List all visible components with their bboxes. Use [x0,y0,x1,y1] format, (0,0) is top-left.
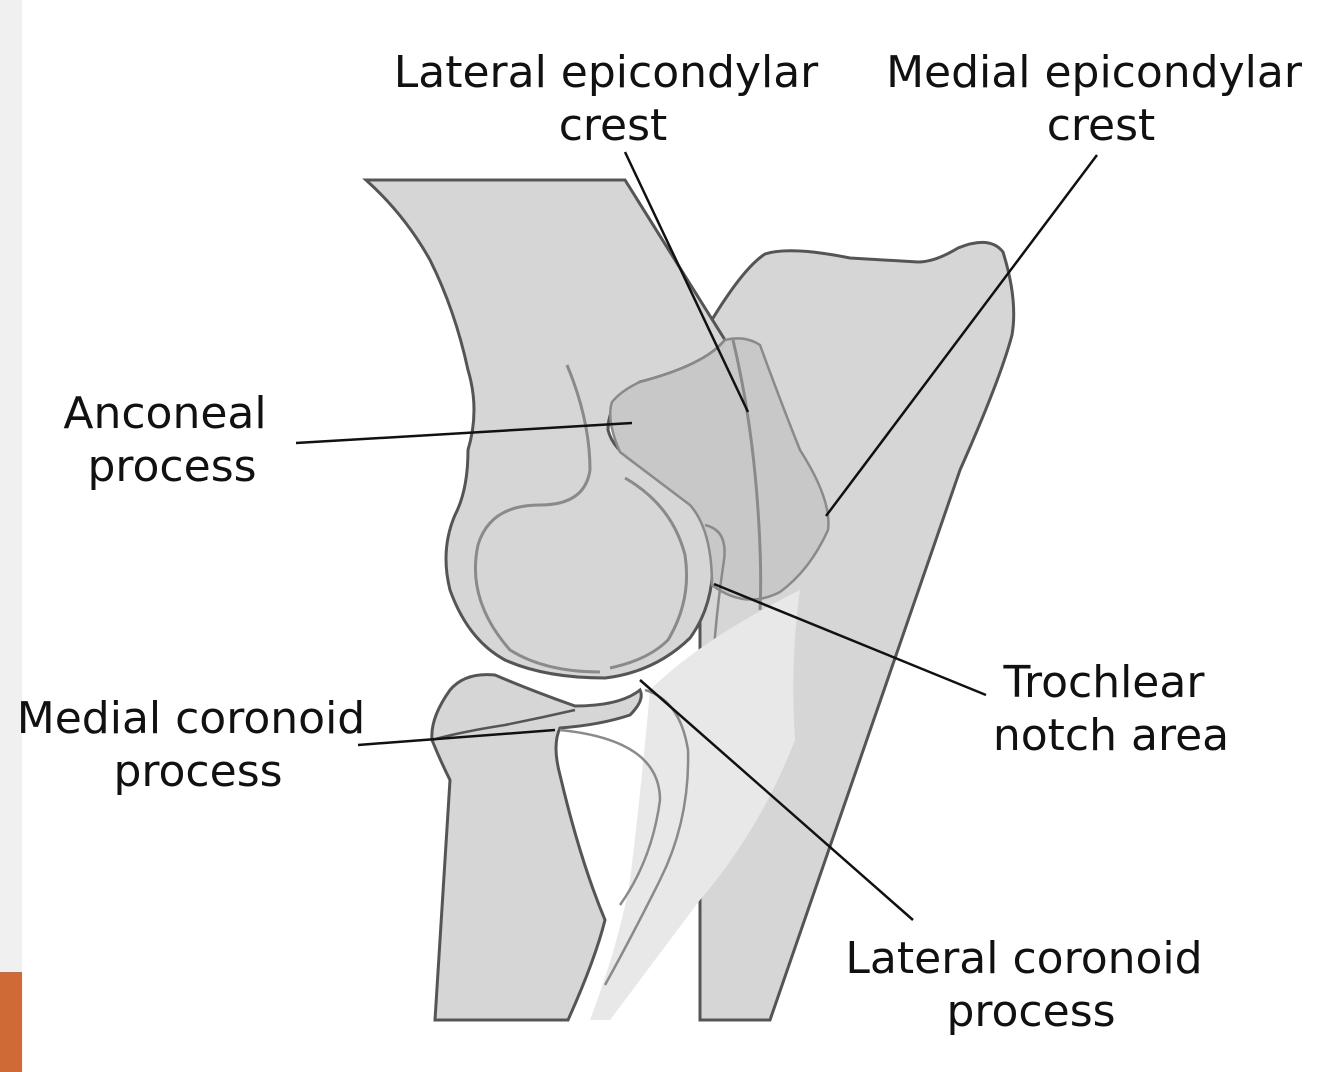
bones [362,178,1016,1022]
leader-anconeal-process [295,421,633,445]
label-lateral-coronoid-process: Lateral coronoid process [845,933,1216,1037]
leader-medial-coronoid-process [357,728,556,747]
trochlea-ridge [609,476,689,670]
radius-articular-edge [431,708,576,742]
ulna-shaft-ridge [603,688,690,986]
left-edge-bar [0,0,22,1072]
leader-medial-epicondylar-crest [825,154,1098,517]
leader-lateral-coronoid-process [639,679,914,921]
label-lateral-epicondylar-crest: Lateral epicondylar crest [394,47,833,151]
label-medial-epicondylar-crest: Medial epicondylar crest [886,47,1316,151]
leader-trochlear-notch-area [713,582,987,697]
ulna-inner-ridge [731,339,763,611]
labels: Lateral epicondylar crest Medial epicond… [17,47,1316,1037]
left-edge-tab [0,972,22,1072]
label-trochlear-notch-area: Trochlear notch area [993,657,1229,761]
overlap-region [609,337,830,601]
radius [430,673,643,1022]
radius-inner-ridge [559,728,662,906]
leader-lateral-epicondylar-crest [623,151,750,413]
label-medial-coronoid-process: Medial coronoid process [17,693,379,797]
label-anconeal-process: Anconeal process [63,388,280,492]
condyle-inner-ridge [473,364,601,674]
leader-lines [295,151,1098,921]
